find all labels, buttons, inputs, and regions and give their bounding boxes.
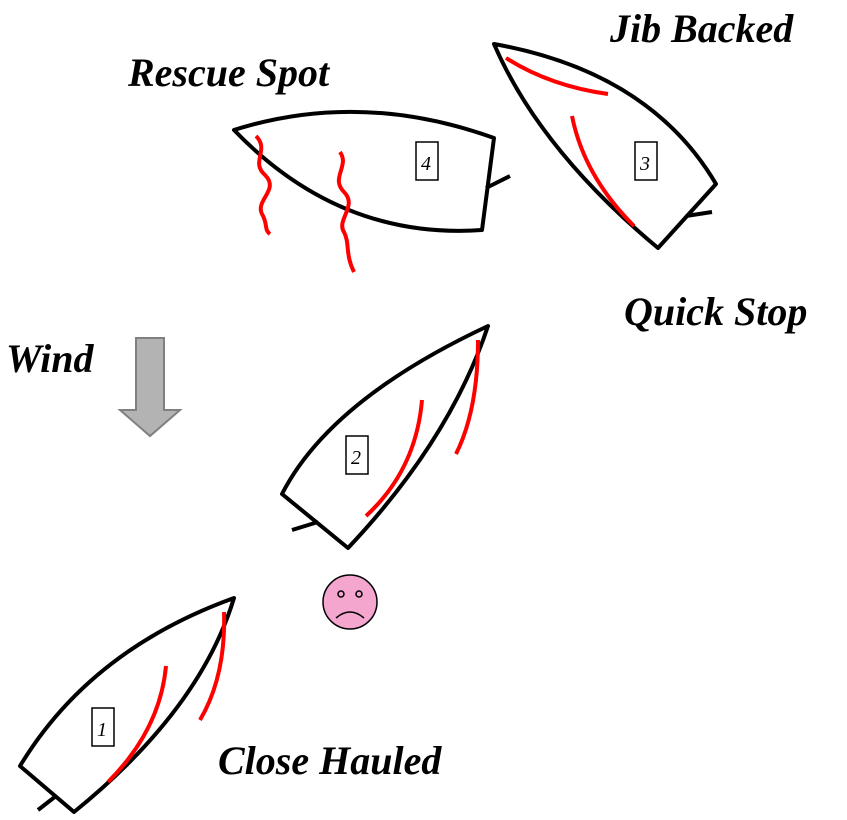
luffing-sail <box>254 134 272 236</box>
boat-number: 3 <box>639 153 650 175</box>
jib-sail <box>198 611 227 722</box>
boat-2: 2 <box>280 324 490 550</box>
boat-number-box <box>634 141 658 181</box>
jib-backed-label: Jib Backed <box>609 6 794 51</box>
main-sail <box>106 665 168 784</box>
boat-number-box <box>415 141 439 181</box>
wind-label: Wind <box>6 336 94 381</box>
main-sail <box>364 399 424 518</box>
jib-sail <box>454 339 480 455</box>
rudder <box>685 210 713 218</box>
boat-3: 3 <box>492 42 718 250</box>
rudder <box>485 174 511 190</box>
main-sail <box>570 115 636 228</box>
down-arrow-icon <box>117 337 183 438</box>
boat-4: 4 <box>232 109 511 273</box>
sad-face-icon <box>322 574 378 630</box>
boat-number-box <box>91 707 115 747</box>
close-hauled-label: Close Hauled <box>218 738 442 783</box>
boat-number: 4 <box>421 153 431 175</box>
luffing-sail <box>336 150 356 273</box>
boat-number-box <box>345 435 369 475</box>
boat-number: 2 <box>351 447 361 469</box>
boat-number: 1 <box>97 719 107 741</box>
quick-stop-label: Quick Stop <box>624 289 807 334</box>
rudder <box>291 520 319 532</box>
boat-1: 1 <box>18 596 236 814</box>
rudder <box>36 794 58 812</box>
jib-sail <box>504 56 609 96</box>
rescue-spot-label: Rescue Spot <box>127 50 331 95</box>
